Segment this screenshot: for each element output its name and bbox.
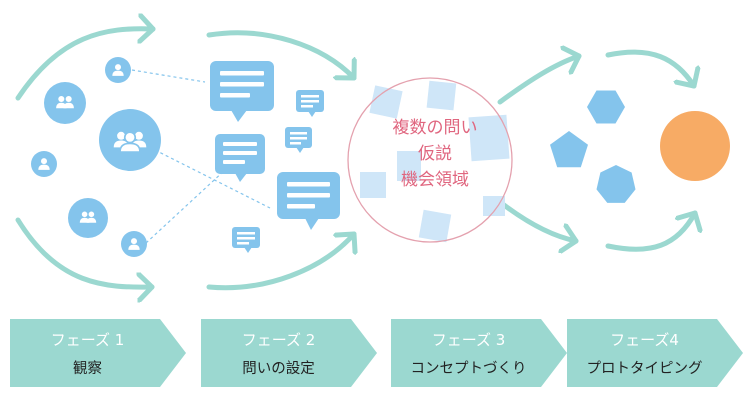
flow-arrow (206, 231, 354, 291)
user-group-icon (44, 82, 86, 124)
phase-3-label: フェーズ 3 コンセプトづくり (391, 319, 567, 387)
circle-label-questions: 複数の問い (392, 118, 478, 138)
speech-bubble-icon (285, 127, 312, 153)
idea-square (360, 172, 386, 198)
flow-arrow (497, 199, 579, 241)
speech-bubbles (210, 61, 340, 253)
idea-square (418, 209, 452, 243)
idea-square (426, 80, 457, 111)
prototype-result-circle (660, 111, 730, 181)
pentagon-icon (550, 131, 588, 168)
connector-line (145, 169, 226, 244)
phase-name: 観察 (73, 361, 102, 377)
flow-arrow (15, 217, 155, 287)
flow-arrow (15, 29, 156, 101)
user-icon (31, 151, 57, 177)
hexagon-icon (587, 90, 625, 124)
idea-square (369, 85, 403, 119)
speech-bubble-icon (232, 227, 260, 253)
flow-arrow (206, 30, 354, 81)
flow-arrow (605, 210, 695, 252)
speech-bubble-icon (296, 90, 324, 117)
idea-square (397, 151, 421, 181)
phase-title: フェーズ 2 (241, 331, 316, 349)
circle-label-hypothesis: 仮説 (418, 144, 452, 164)
heptagon-icon (596, 165, 636, 203)
phase-title: フェーズ 3 (431, 331, 506, 349)
user-icon (121, 231, 147, 257)
prototype-shapes (550, 90, 730, 203)
phase-name: プロトタイピング (586, 361, 703, 377)
phase-title: フェーズ 1 (50, 331, 125, 349)
speech-bubble-icon (210, 61, 274, 122)
circle-label-opportunity: 機会領域 (401, 170, 469, 190)
connector-line (131, 69, 206, 83)
user-group-icon (99, 109, 161, 171)
user-group-icon (68, 198, 108, 238)
concept-circle-outline (347, 77, 513, 243)
idea-square (468, 114, 510, 162)
people-cluster (31, 57, 161, 257)
concept-circle (347, 77, 513, 243)
flow-arrow (497, 56, 582, 105)
phase-title: フェーズ4 (610, 331, 679, 349)
phase-1-label: フェーズ 1 観察 (10, 319, 186, 387)
flow-arrow (605, 49, 694, 89)
idea-square (483, 196, 505, 216)
phase-name: コンセプトづくり (410, 361, 527, 377)
phase-name: 問いの設定 (242, 361, 315, 377)
phase-4-label: フェーズ4 プロトタイピング (567, 319, 743, 387)
user-icon (105, 57, 131, 83)
speech-bubble-icon (215, 134, 265, 182)
phase-2-label: フェーズ 2 問いの設定 (201, 319, 377, 387)
speech-bubble-icon (277, 172, 340, 230)
